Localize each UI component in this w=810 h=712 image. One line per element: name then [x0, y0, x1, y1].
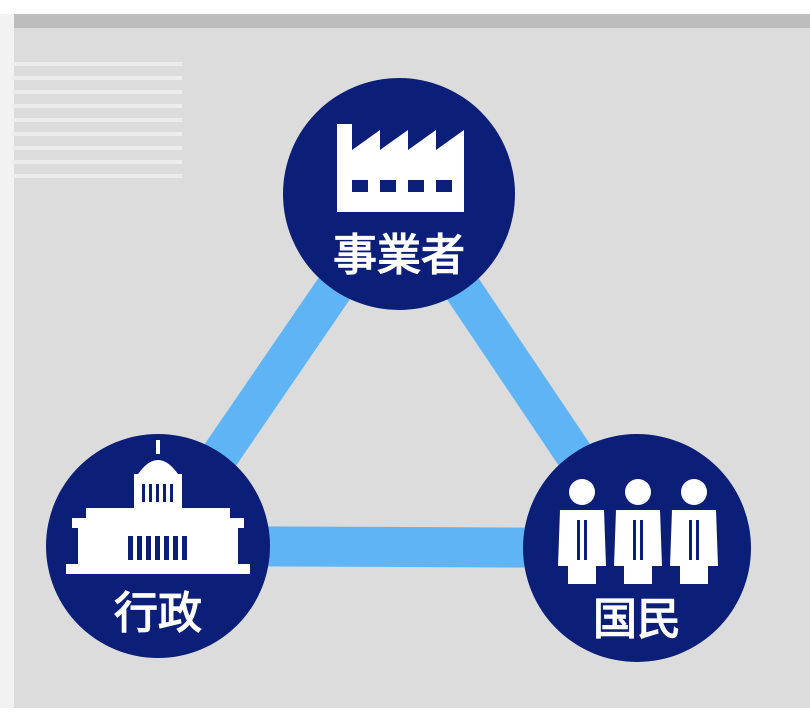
- parliament-building-icon: [66, 440, 250, 574]
- factory-icon: [337, 124, 464, 212]
- node-business-label: 事業者: [333, 230, 465, 281]
- node-government[interactable]: 行政: [46, 434, 270, 658]
- people-icon: [558, 479, 718, 584]
- panel-left-edge: [0, 14, 14, 708]
- panel-top-shadow: [12, 14, 810, 28]
- node-government-label: 行政: [114, 588, 202, 639]
- node-citizens[interactable]: 国民: [523, 434, 751, 662]
- node-business[interactable]: 事業者: [283, 78, 515, 310]
- node-citizens-label: 国民: [593, 594, 681, 645]
- decorative-stripes: [12, 62, 182, 178]
